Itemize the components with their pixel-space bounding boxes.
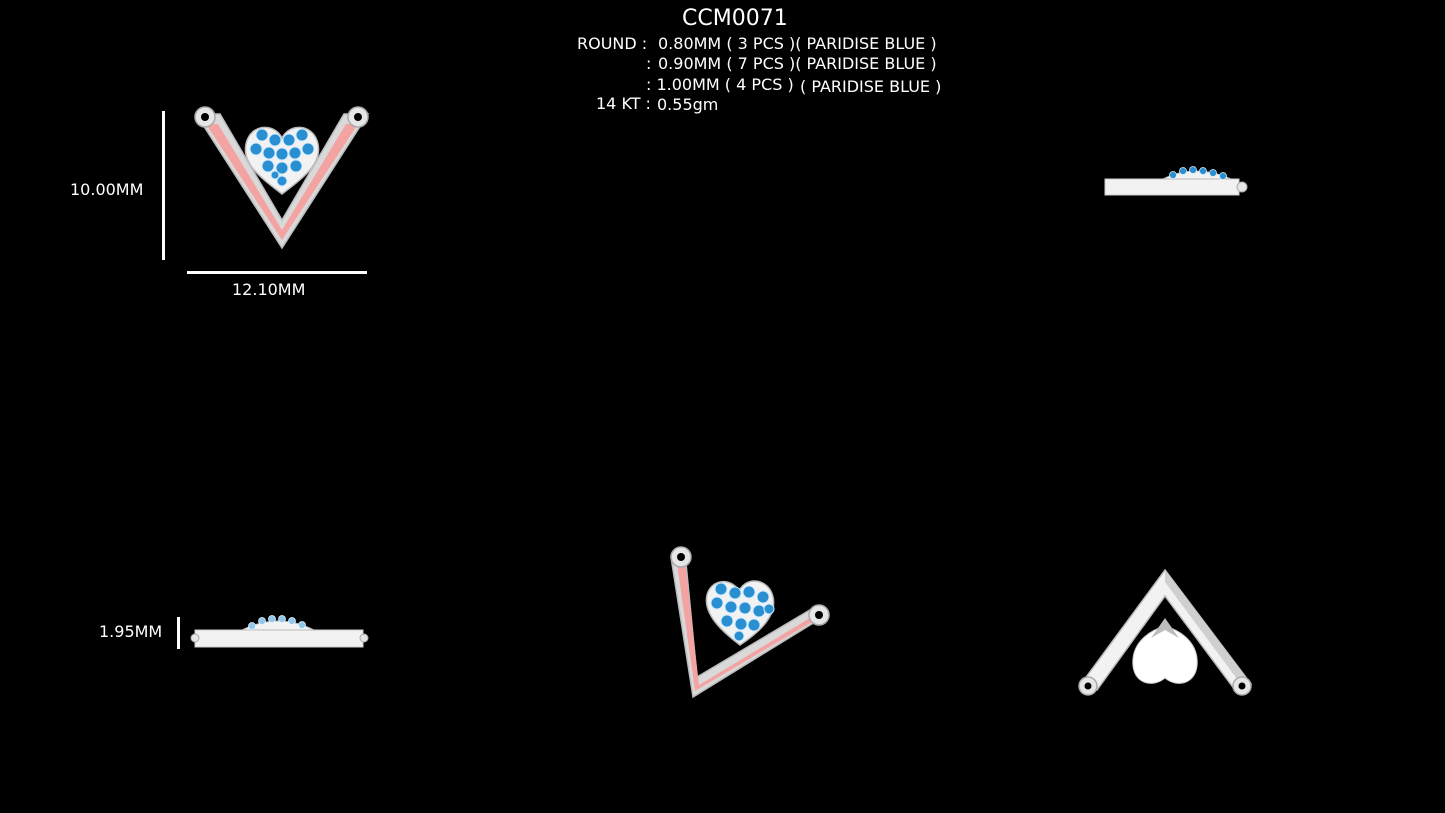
side-view-bottom: [190, 615, 369, 648]
height-dimension-line: [162, 111, 165, 260]
metal-label: 14 KT :: [596, 94, 651, 113]
thickness-dimension-line: [177, 617, 180, 649]
front-view-pendant: [194, 106, 370, 250]
height-dimension-label: 10.00MM: [70, 180, 144, 199]
spec-row-3-color: ( PARIDISE BLUE ): [800, 77, 942, 96]
product-code: CCM0071: [682, 6, 788, 31]
thickness-dimension-label: 1.95MM: [99, 622, 163, 641]
spec-row-2-colon: :: [646, 54, 652, 73]
spec-row-1: 0.80MM ( 3 PCS )( PARIDISE BLUE ): [658, 34, 937, 53]
round-label: ROUND :: [577, 34, 648, 53]
perspective-view-pendant: [670, 546, 830, 699]
spec-row-2: 0.90MM ( 7 PCS )( PARIDISE BLUE ): [658, 54, 937, 73]
width-dimension-line: [187, 271, 367, 274]
back-view-pendant: [1078, 568, 1253, 696]
side-view-top: [1104, 166, 1248, 196]
spec-row-3: : 1.00MM ( 4 PCS ): [646, 75, 794, 94]
width-dimension-label: 12.10MM: [232, 280, 306, 299]
metal-weight: 0.55gm: [657, 95, 719, 114]
